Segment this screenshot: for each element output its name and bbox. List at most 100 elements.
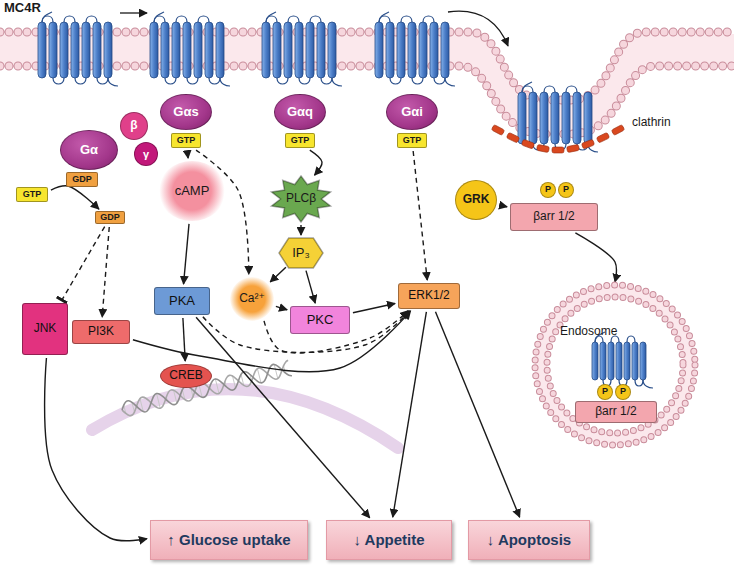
receptor-helix	[38, 22, 46, 78]
receptor-helix	[386, 22, 394, 78]
receptor-helix	[600, 342, 606, 380]
receptor-helix	[183, 22, 191, 78]
receptor-loop	[86, 16, 97, 22]
node-text: Endosome	[560, 325, 617, 338]
node-text: ↓ Appetite	[353, 532, 424, 549]
gdp-tag: GDP	[95, 211, 125, 224]
receptor-tail	[379, 12, 389, 22]
clathrin-unit	[596, 132, 609, 143]
node-text: PKC	[307, 313, 334, 327]
clathrin-unit	[506, 132, 519, 143]
creb-factor: CREB	[160, 364, 212, 388]
receptor-helix	[430, 22, 438, 78]
arrow-connector	[353, 303, 395, 312]
clathrin-unit	[611, 125, 624, 136]
receptor-helix	[551, 92, 559, 144]
node-text: cAMP	[175, 184, 210, 198]
receptor-helix	[295, 22, 303, 78]
receptor-helix	[273, 22, 281, 78]
dna-rung	[156, 393, 160, 409]
arrow-connector	[184, 224, 189, 284]
g-gamma-subunit: γ	[134, 142, 158, 166]
receptor-loop	[401, 16, 412, 22]
receptor-helix	[632, 342, 638, 380]
arrow-connector	[45, 358, 147, 541]
receptor-helix	[205, 22, 213, 78]
node-text: Ca²⁺	[239, 292, 265, 305]
node-text: ERK1/2	[408, 289, 449, 302]
node-text: GTP	[291, 136, 310, 146]
part-label: clathrin	[632, 116, 671, 129]
receptor-loop	[544, 86, 555, 92]
g-alpha-i: Gαi	[386, 94, 438, 130]
node-text: βarr 1/2	[595, 405, 637, 418]
receptor-tail	[266, 12, 276, 22]
receptor-helix	[540, 92, 548, 144]
node-text: GTP	[403, 136, 422, 146]
node-text: Gαi	[401, 105, 423, 119]
g-beta-subunit: β	[120, 112, 148, 140]
g-alpha-s: Gαs	[160, 94, 212, 130]
node-text: Gαq	[287, 105, 313, 119]
node-text: GTP	[23, 190, 42, 200]
receptor-loop	[187, 78, 198, 84]
node-text: PI3K	[88, 325, 114, 338]
receptor-loop	[635, 380, 643, 386]
ip3: IP₃	[279, 238, 323, 268]
node-text: GDP	[72, 175, 92, 185]
gtp-tag: GTP	[397, 133, 427, 148]
outcome-box: ↑ Glucose uptake	[150, 520, 308, 560]
outcome-box: ↓ Apoptosis	[468, 520, 590, 560]
arrow-connector	[499, 205, 507, 207]
receptor-helix	[562, 92, 570, 144]
receptor-helix	[60, 22, 68, 78]
receptor-helix	[161, 22, 169, 78]
arrow-connector	[270, 267, 286, 282]
lipid-heads	[547, 297, 683, 433]
arrow-connector	[310, 150, 322, 175]
dna-strand	[122, 364, 292, 412]
receptor-loop	[64, 16, 75, 22]
receptor-tail	[108, 78, 118, 86]
receptor-tail	[42, 12, 52, 22]
node-text: PKA	[169, 294, 195, 308]
receptor-helix	[592, 342, 598, 380]
receptor-loop	[53, 78, 64, 84]
membrane-core	[541, 291, 689, 439]
gtp-tag: GTP	[16, 187, 48, 202]
pka-kinase: PKA	[154, 287, 210, 315]
node-text: ↑ Glucose uptake	[167, 532, 290, 549]
receptor-helix	[408, 22, 416, 78]
receptor-helix	[419, 22, 427, 78]
receptor-helix	[284, 22, 292, 78]
arrow-connector	[435, 312, 519, 517]
shape-fill	[272, 176, 331, 222]
receptor-tail	[154, 12, 164, 22]
phosphate: P	[615, 384, 631, 400]
receptor-loop	[288, 16, 299, 22]
outcome-box: ↓ Appetite	[326, 520, 452, 560]
clathrin-unit	[581, 139, 594, 149]
arrow-connector	[575, 233, 616, 282]
erk-kinase: ERK1/2	[398, 283, 460, 309]
receptor-helix	[262, 22, 270, 78]
phosphate: P	[558, 182, 574, 198]
g-alpha-q: Gαq	[274, 94, 326, 130]
receptor-helix	[573, 92, 581, 144]
node-text: GDP	[100, 213, 120, 223]
lipid-heads	[535, 285, 695, 445]
lipid-heads	[535, 285, 695, 445]
clathrin-unit	[537, 144, 550, 152]
node-text: γ	[143, 148, 149, 160]
g-alpha-subunit: Gα	[60, 130, 118, 170]
phosphate: P	[597, 384, 613, 400]
receptor-helix	[172, 22, 180, 78]
receptor-helix	[616, 342, 622, 380]
arrow-connector	[196, 317, 370, 517]
beta-arrestin: βarr 1/2	[510, 203, 598, 231]
receptor-loop	[198, 16, 209, 22]
node-text: ↓ Apoptosis	[487, 532, 571, 549]
shape-fill	[279, 238, 323, 268]
arrow-connector	[306, 271, 315, 304]
